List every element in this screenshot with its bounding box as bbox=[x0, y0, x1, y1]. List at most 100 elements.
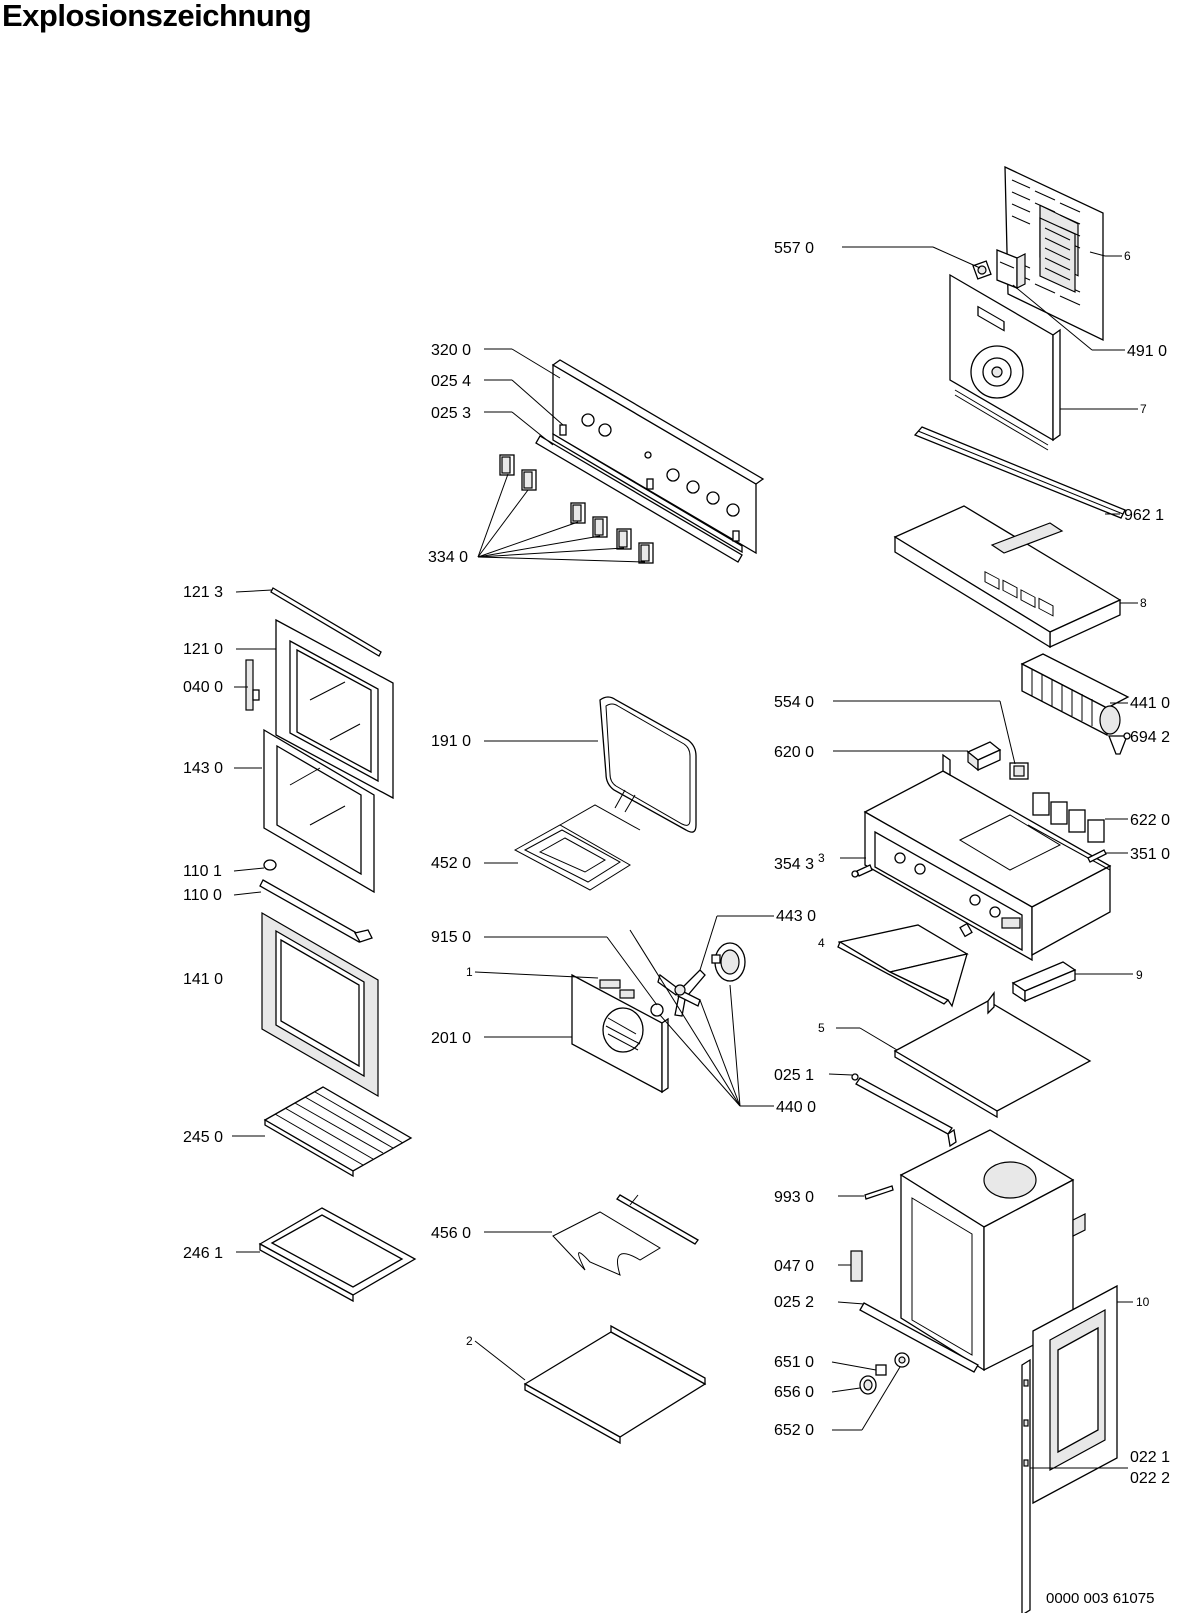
motor-part-557 bbox=[972, 260, 992, 280]
label-3510: 351 0 bbox=[1130, 846, 1170, 863]
baking-tray-part-2461 bbox=[258, 1207, 417, 1303]
oven-cavity-part bbox=[899, 1129, 1086, 1372]
thermostat-part-5540 bbox=[1009, 762, 1029, 780]
label-4400: 440 0 bbox=[776, 1099, 816, 1116]
label-1210: 121 0 bbox=[183, 641, 223, 658]
label-2: 2 bbox=[466, 1334, 473, 1348]
back-plate-part bbox=[949, 273, 1061, 451]
air-duct-part-4 bbox=[837, 924, 969, 1008]
label-8: 8 bbox=[1140, 596, 1147, 610]
label-5570: 557 0 bbox=[774, 240, 814, 257]
door-rail-part-1100 bbox=[259, 879, 373, 943]
pin-part-3510 bbox=[1087, 849, 1107, 863]
gasket-part-1910 bbox=[599, 696, 697, 833]
top-housing-part bbox=[893, 505, 1122, 649]
motor-part-491 bbox=[996, 249, 1026, 289]
label-9930: 993 0 bbox=[774, 1189, 814, 1206]
knob-part-6520 bbox=[894, 1352, 910, 1368]
label-0222: 022 2 bbox=[1130, 1470, 1170, 1487]
label-0470: 047 0 bbox=[774, 1258, 814, 1275]
selector-switches-part-6220 bbox=[1027, 792, 1111, 871]
label-6942: 694 2 bbox=[1130, 729, 1170, 746]
fan-cover-part-2010 bbox=[571, 973, 669, 1094]
label-7: 7 bbox=[1140, 402, 1147, 416]
label-1910: 191 0 bbox=[431, 733, 471, 750]
screw-part-extra bbox=[959, 922, 973, 938]
leader-lines bbox=[232, 246, 1138, 1469]
label-3340: 334 0 bbox=[428, 549, 468, 566]
wire-rack-part-2450 bbox=[263, 1086, 413, 1178]
roller-part-1101 bbox=[263, 859, 277, 871]
label-6560: 656 0 bbox=[774, 1384, 814, 1401]
top-plate-part-5 bbox=[893, 991, 1092, 1119]
label-4: 4 bbox=[818, 936, 825, 950]
label-1100: 110 0 bbox=[183, 887, 222, 904]
floor-plate-part-2 bbox=[523, 1324, 707, 1445]
label-6220: 622 0 bbox=[1130, 812, 1170, 829]
label-4520: 452 0 bbox=[431, 855, 471, 872]
knob-part-6510 bbox=[875, 1364, 887, 1376]
label-1430: 143 0 bbox=[183, 760, 223, 777]
outer-door-part-1410 bbox=[261, 911, 379, 1098]
label-0254: 025 4 bbox=[431, 373, 471, 390]
label-9: 9 bbox=[1136, 968, 1143, 982]
label-6: 6 bbox=[1124, 249, 1131, 263]
label-0221: 022 1 bbox=[1130, 1449, 1170, 1466]
cover-part-9 bbox=[1011, 961, 1077, 1003]
label-0251: 025 1 bbox=[774, 1067, 814, 1084]
knobs-part-334 bbox=[499, 454, 654, 564]
insulation-mat-part bbox=[913, 426, 1126, 519]
label-0400: 040 0 bbox=[183, 679, 223, 696]
door-strip-part-1213 bbox=[270, 587, 382, 657]
label-2461: 246 1 bbox=[183, 1245, 223, 1262]
label-10: 10 bbox=[1136, 1295, 1150, 1309]
label-5540: 554 0 bbox=[774, 694, 814, 711]
label-5: 5 bbox=[818, 1021, 825, 1035]
label-4430: 443 0 bbox=[776, 908, 816, 925]
label-3200: 320 0 bbox=[431, 342, 471, 359]
label-1213: 121 3 bbox=[183, 584, 223, 601]
fan-motor-part-4430 bbox=[711, 942, 746, 982]
label-4410: 441 0 bbox=[1130, 695, 1170, 712]
label-2450: 245 0 bbox=[183, 1129, 223, 1146]
lower-heater-part-4560 bbox=[552, 1194, 699, 1276]
rail-part-0251 bbox=[851, 1073, 957, 1148]
latch-part-0470 bbox=[850, 1250, 863, 1282]
label-4560: 456 0 bbox=[431, 1225, 471, 1242]
label-0253: 025 3 bbox=[431, 405, 471, 422]
screw-part-9930 bbox=[864, 1185, 894, 1200]
document-number: 0000 003 61075 bbox=[1046, 1590, 1155, 1607]
label-0252: 025 2 bbox=[774, 1294, 814, 1311]
label-1: 1 bbox=[466, 965, 473, 979]
label-1410: 141 0 bbox=[183, 971, 223, 988]
label-6200: 620 0 bbox=[774, 744, 814, 761]
label-1101: 110 1 bbox=[183, 863, 222, 880]
tangential-fan-part-4410 bbox=[1020, 653, 1130, 737]
label-9150: 915 0 bbox=[431, 929, 471, 946]
door-glass-part-1430 bbox=[263, 728, 375, 894]
chassis-part-3 bbox=[863, 753, 1112, 962]
label-4910: 491 0 bbox=[1127, 343, 1167, 360]
fan-blade-part bbox=[650, 969, 706, 1017]
switch-part-6200 bbox=[966, 741, 1002, 772]
screw-part-3543 bbox=[851, 864, 873, 878]
knob-part-6560 bbox=[859, 1375, 877, 1395]
label-6510: 651 0 bbox=[774, 1354, 814, 1371]
hinge-part-040 bbox=[245, 659, 260, 711]
label-6520: 652 0 bbox=[774, 1422, 814, 1439]
part-labels: 557 0 6 491 0 7 962 1 8 320 0 025 4 025 … bbox=[183, 240, 1170, 1487]
rail-part-0252 bbox=[859, 1302, 979, 1373]
side-panel-part-10 bbox=[1032, 1284, 1118, 1505]
lamp-part-6942 bbox=[1108, 732, 1131, 755]
label-3: 3 bbox=[818, 851, 825, 865]
side-rail-part-0221 bbox=[1021, 1358, 1031, 1613]
inner-door-part-1210 bbox=[275, 618, 394, 800]
page-title: Explosionszeichnung bbox=[2, 0, 312, 33]
control-panel-part bbox=[551, 359, 765, 555]
back-panel-part bbox=[1004, 165, 1104, 342]
label-2010: 201 0 bbox=[431, 1030, 471, 1047]
grill-element-part-4520 bbox=[513, 789, 641, 891]
label-9621: 962 1 bbox=[1124, 507, 1164, 524]
label-3543: 354 3 bbox=[774, 856, 814, 873]
